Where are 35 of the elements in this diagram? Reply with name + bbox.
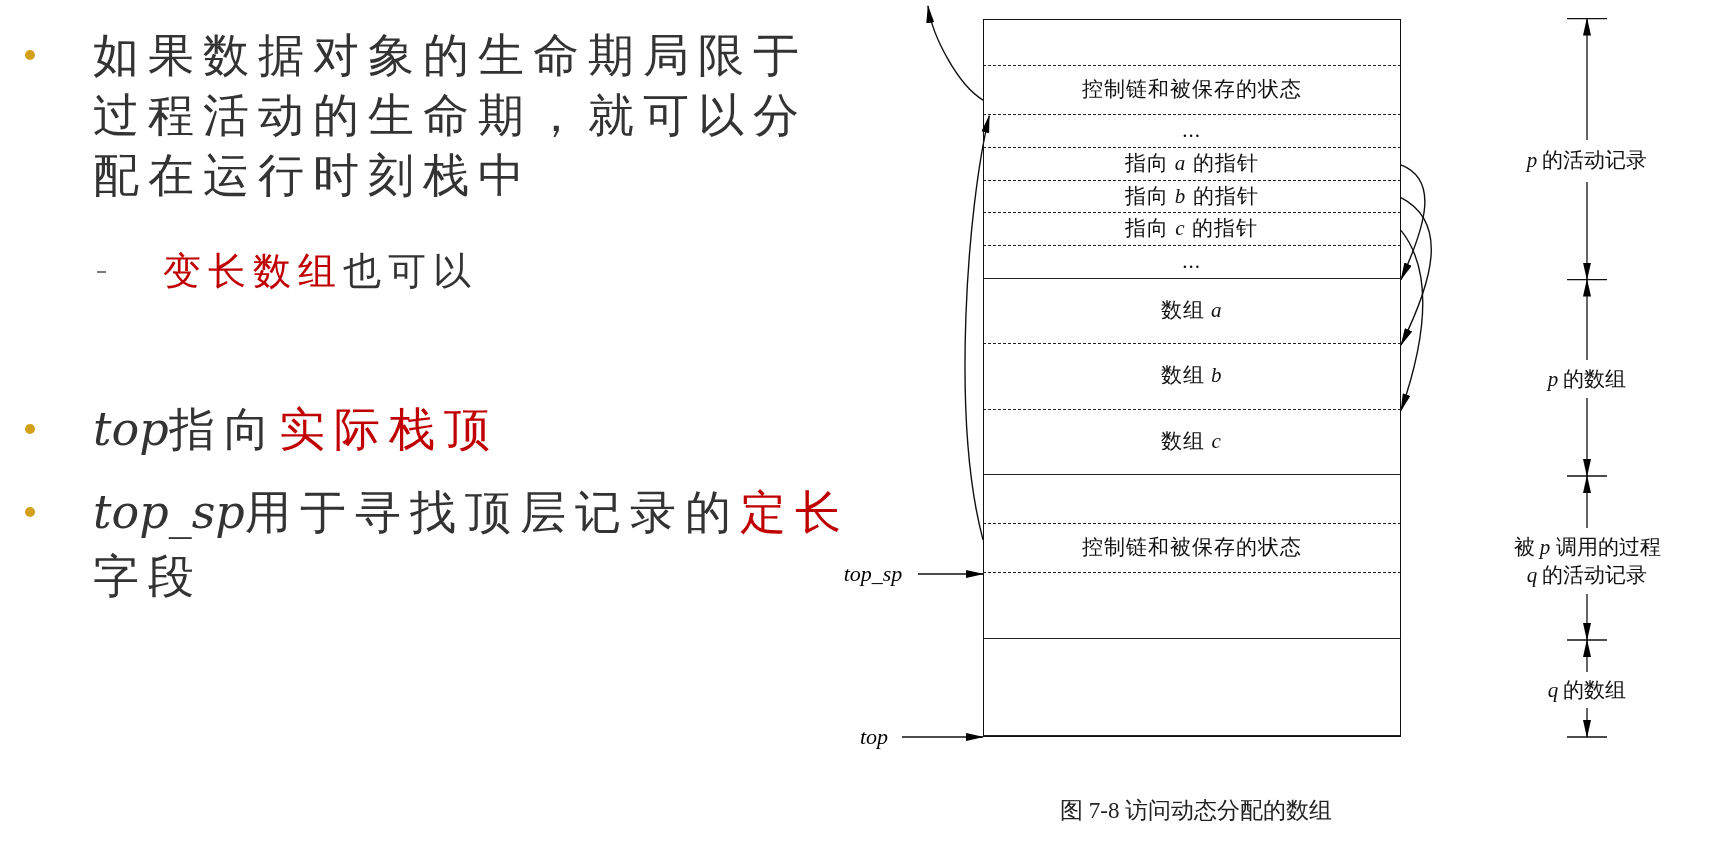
bullet-text: 用于寻找顶层记录的 (244, 485, 740, 539)
stack-slot: 指向 c 的指针 (982, 213, 1401, 247)
stack-slot: ... (982, 246, 1401, 280)
bullet-text: 如果数据对象的生命期局限于过程活动的生命期，就可以分配在运行时刻栈中 (93, 28, 808, 202)
stack-frame (983, 18, 1401, 737)
stack-slot: 指向 b 的指针 (982, 180, 1401, 214)
dimension-label: 被 p 调用的过程 q 的活动记录 (1512, 534, 1662, 589)
highlighted-text: 定长 (739, 485, 850, 539)
curved-arrow (1400, 164, 1426, 281)
stack-slot: ... (982, 115, 1401, 148)
figure-caption: 图 7-8 访问动态分配的数组 (1060, 797, 1333, 825)
pointer-label: top (846, 723, 902, 751)
bullet-text: 字段 (93, 549, 203, 603)
dimension-label: p 的数组 (1545, 366, 1628, 393)
curved-arrow (927, 5, 984, 101)
bullet-text: 指向 (168, 402, 279, 456)
bullet-text: 也可以 (343, 249, 478, 293)
stack-slot: 数组 a (982, 279, 1401, 345)
stack-slot: 数组 c (982, 410, 1401, 476)
highlighted-text: 实际栈顶 (278, 402, 499, 456)
variable-name: top_sp (93, 485, 245, 539)
arrow (901, 733, 984, 741)
dimension-label: p 的活动记录 (1524, 147, 1649, 174)
curved-arrow (964, 114, 990, 541)
stack-slot: 数组 b (982, 344, 1401, 411)
stack-slot: 控制链和被保存的状态 (982, 524, 1401, 574)
arrow (917, 570, 984, 578)
pointer-label: top_sp (828, 560, 918, 588)
stack-slot: 控制链和被保存的状态 (982, 66, 1401, 116)
dimension-label: q 的数组 (1546, 677, 1628, 704)
variable-name: top (93, 402, 169, 456)
stack-slot: 指向 a 的指针 (982, 148, 1401, 181)
highlighted-text: 变长数组 (163, 249, 343, 293)
curved-arrow (1400, 229, 1424, 412)
curved-arrow (1400, 196, 1432, 346)
